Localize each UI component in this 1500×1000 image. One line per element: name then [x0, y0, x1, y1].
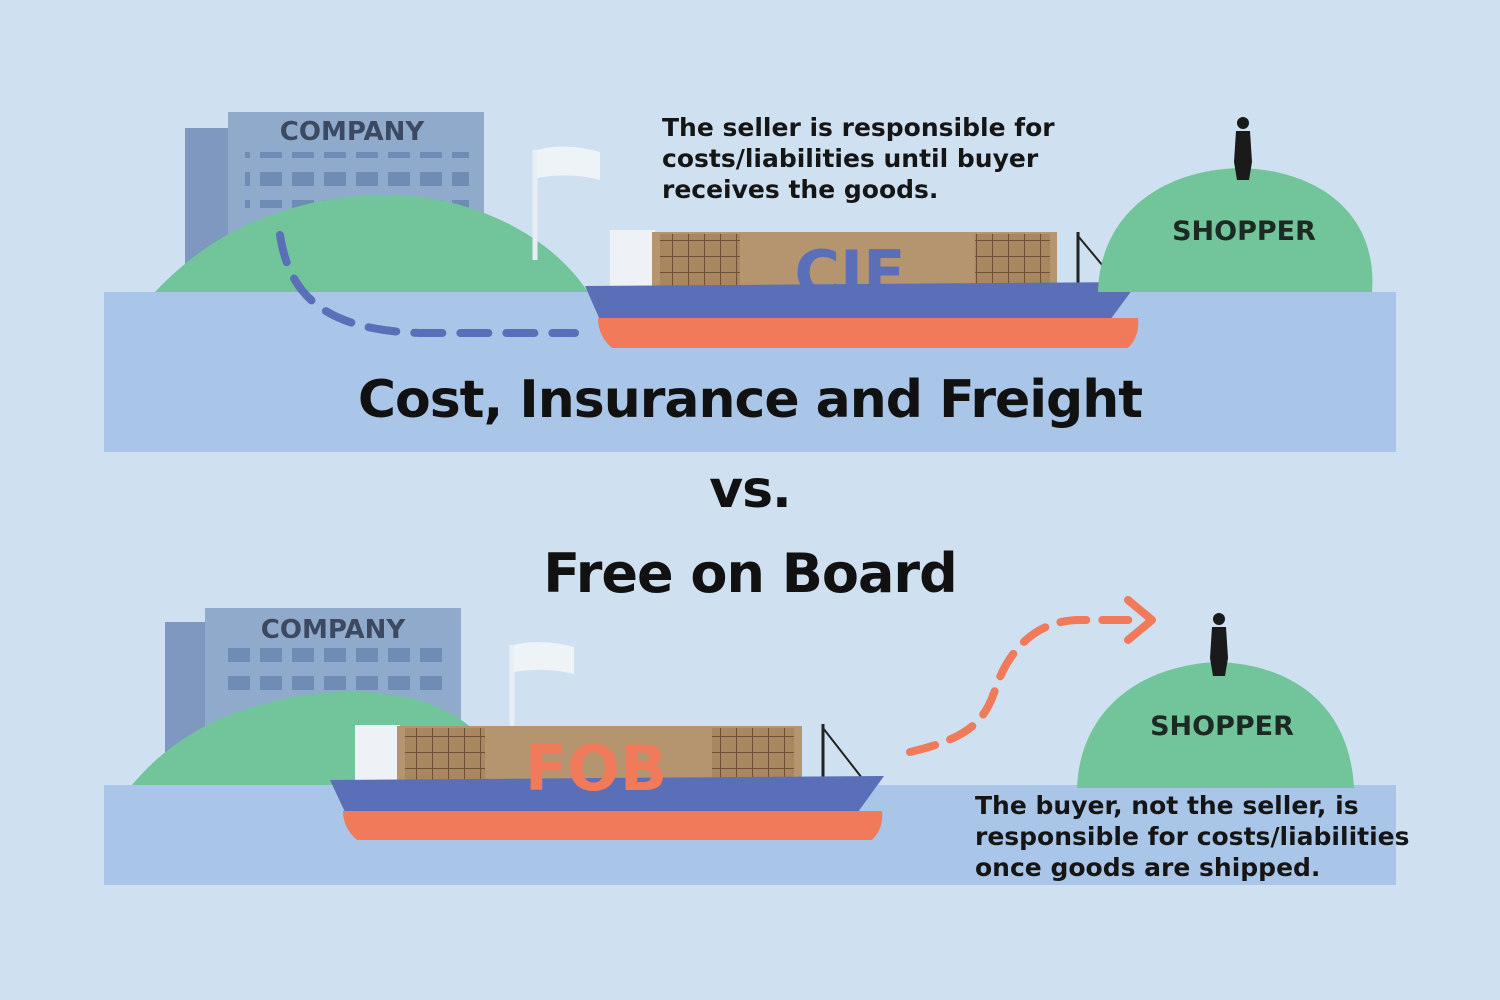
cif-scene: COMPANY CIF SHOPPER: [104, 112, 1396, 452]
cif-flag: [532, 146, 600, 260]
fob-shopper-label: SHOPPER: [1150, 711, 1294, 742]
cif-ship-label: CIF: [795, 237, 906, 310]
fob-shopper-island: SHOPPER: [1077, 662, 1354, 788]
title-line-vs: vs.: [709, 460, 792, 520]
fob-scene: COMPANY FOB SHOPPER: [104, 596, 1396, 885]
fob-ship: FOB: [330, 724, 884, 840]
title-line-cif: Cost, Insurance and Freight: [357, 370, 1143, 430]
cif-company-label: COMPANY: [280, 117, 426, 147]
cif-shopper-island: SHOPPER: [1098, 168, 1373, 292]
fob-ship-label: FOB: [525, 732, 667, 805]
fob-flag: [509, 641, 574, 740]
arrow-head-icon: [1124, 596, 1156, 644]
cif-description: The seller is responsible for costs/liab…: [662, 113, 1055, 204]
cif-dashed-route: [276, 231, 579, 337]
fob-shopper-person-icon: [1210, 613, 1228, 676]
fob-description: The buyer, not the seller, is responsibl…: [975, 791, 1410, 882]
fob-company-label: COMPANY: [261, 615, 407, 645]
fob-dashed-arrow: [906, 616, 1136, 756]
cif-shopper-label: SHOPPER: [1172, 216, 1316, 247]
cif-shopper-person-icon: [1234, 117, 1252, 180]
title-line-fob: Free on Board: [543, 542, 957, 605]
cif-left-hill: [155, 194, 588, 292]
cif-ship: CIF: [585, 230, 1139, 348]
